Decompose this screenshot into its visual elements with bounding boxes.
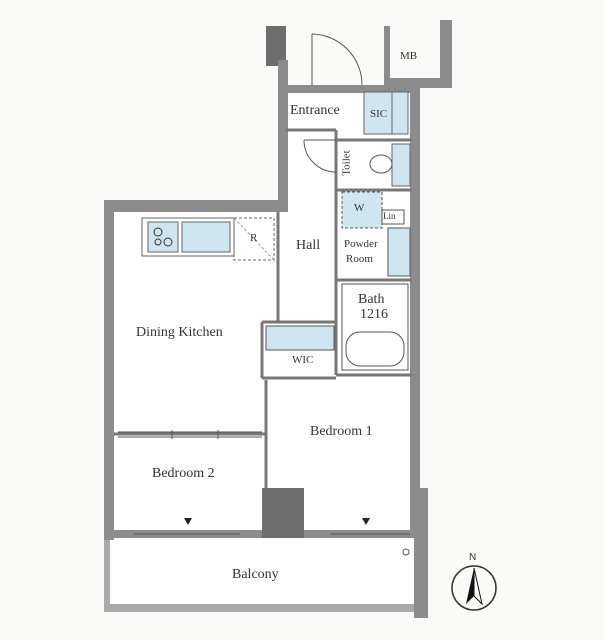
label-bedroom2: Bedroom 2 (152, 466, 215, 481)
label-hall: Hall (296, 238, 321, 253)
bathtub (341, 283, 409, 371)
powder-sink (387, 227, 411, 277)
label-entrance: Entrance (290, 103, 340, 118)
interior-walls (114, 128, 412, 488)
window-markers (184, 518, 370, 525)
label-bath-2: 1216 (360, 307, 388, 322)
label-lin: Lin (383, 211, 396, 221)
label-balcony: Balcony (232, 567, 279, 582)
refrigerator-space (233, 217, 275, 261)
label-mb: MB (400, 50, 418, 62)
label-powder-room-2: Room (346, 253, 373, 265)
label-wic: WIC (292, 354, 314, 366)
toilet-door[interactable] (303, 139, 337, 173)
sic-cabinet (363, 91, 409, 135)
label-bedroom1: Bedroom 1 (310, 424, 373, 439)
compass-north-label: N (469, 552, 477, 563)
washer-area (341, 191, 405, 229)
toilet-fixture (369, 143, 411, 187)
label-sic: SIC (370, 108, 388, 120)
compass (451, 565, 497, 611)
exterior-walls (104, 20, 452, 618)
sliding-partition (118, 430, 262, 439)
label-powder-room-1: Powder (344, 238, 378, 250)
label-dining-kitchen: Dining Kitchen (136, 325, 223, 340)
drain (402, 548, 410, 556)
label-refrigerator: R (250, 232, 258, 244)
label-bath-1: Bath (358, 292, 385, 307)
label-toilet: Toilet (340, 150, 353, 176)
wic-shelf (265, 325, 335, 351)
kitchen-counter (141, 217, 235, 257)
entrance-door[interactable] (311, 33, 363, 86)
label-washer: W (354, 202, 365, 214)
